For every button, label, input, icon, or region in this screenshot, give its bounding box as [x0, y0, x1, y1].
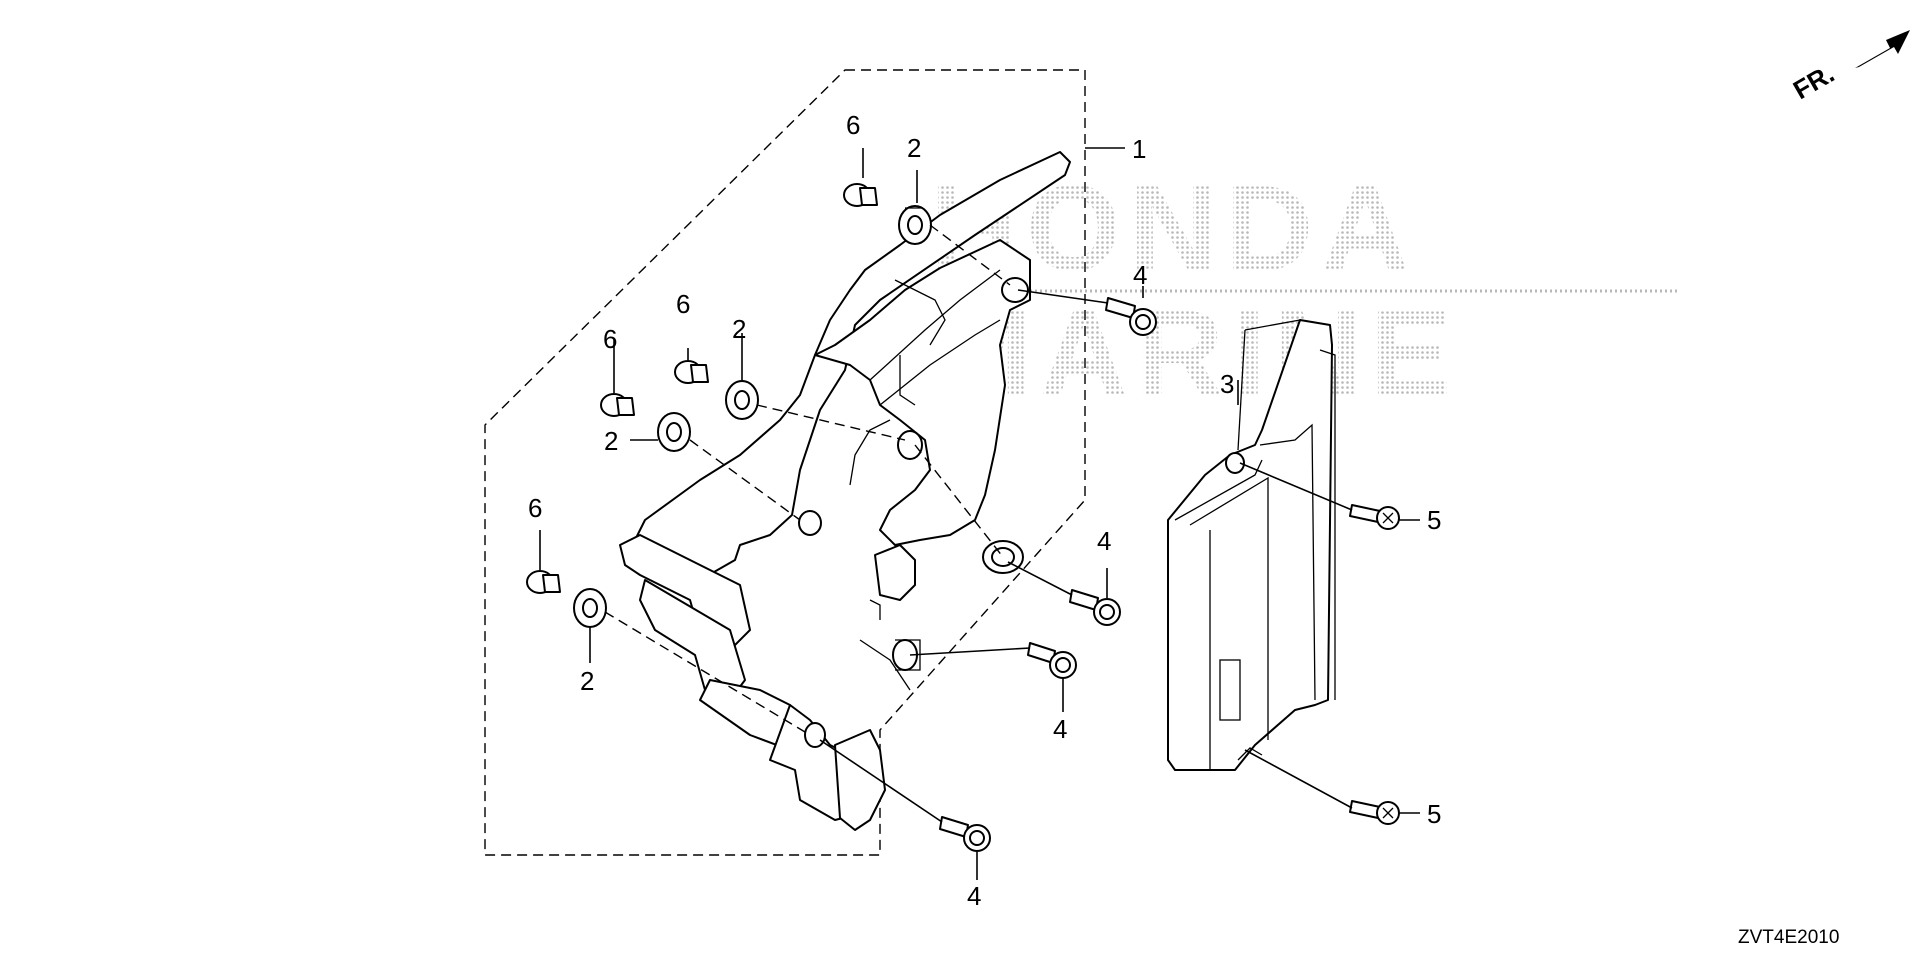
collar-6-upper-left: [674, 360, 709, 384]
bolt-4-middle: [1027, 642, 1077, 679]
callout-2-top: 2: [907, 133, 921, 163]
mounting-bracket: [619, 151, 1071, 831]
bolt-4-upper-right: [1105, 297, 1157, 336]
callout-labels: 1 2 2 2 2 3 4 4 4 4 5 5 6 6 6 6: [528, 110, 1441, 911]
grommet-2-left: [657, 412, 691, 452]
callout-4-upper-right: 4: [1133, 260, 1147, 290]
callout-4-right: 4: [1097, 526, 1111, 556]
front-direction-indicator: FR.: [1788, 30, 1910, 105]
callout-6-upper-left: 6: [676, 289, 690, 319]
callout-6-lower: 6: [528, 493, 542, 523]
front-label: FR.: [1788, 58, 1839, 105]
bolt-4-bottom: [939, 816, 991, 852]
callout-5-upper: 5: [1427, 505, 1441, 535]
collar-6-upper-mid: [600, 393, 635, 417]
callout-6-top: 6: [846, 110, 860, 140]
screw-5-lower: [1349, 800, 1400, 825]
screw-5-upper: [1349, 504, 1400, 530]
grommet-2-lower: [573, 588, 607, 628]
bolt-4-right: [1069, 589, 1121, 626]
callout-4-bottom: 4: [967, 881, 981, 911]
collar-6-lower: [526, 570, 561, 594]
callout-3: 3: [1220, 369, 1234, 399]
leader-lines: [539, 147, 1420, 880]
callout-2-upper: 2: [732, 314, 746, 344]
callout-5-lower: 5: [1427, 799, 1441, 829]
callout-2-left: 2: [604, 426, 618, 456]
collar-6-top: [843, 183, 878, 207]
callout-4-middle: 4: [1053, 714, 1067, 744]
callout-6-upper-mid: 6: [603, 324, 617, 354]
callout-1: 1: [1132, 134, 1146, 164]
control-unit: [1167, 319, 1336, 771]
grommet-2-upper: [725, 380, 759, 420]
grommet-2-top: [898, 205, 932, 245]
front-arrow-icon: [1855, 30, 1910, 68]
diagram-code: ZVT4E2010: [1738, 927, 1839, 948]
callout-2-lower: 2: [580, 666, 594, 696]
